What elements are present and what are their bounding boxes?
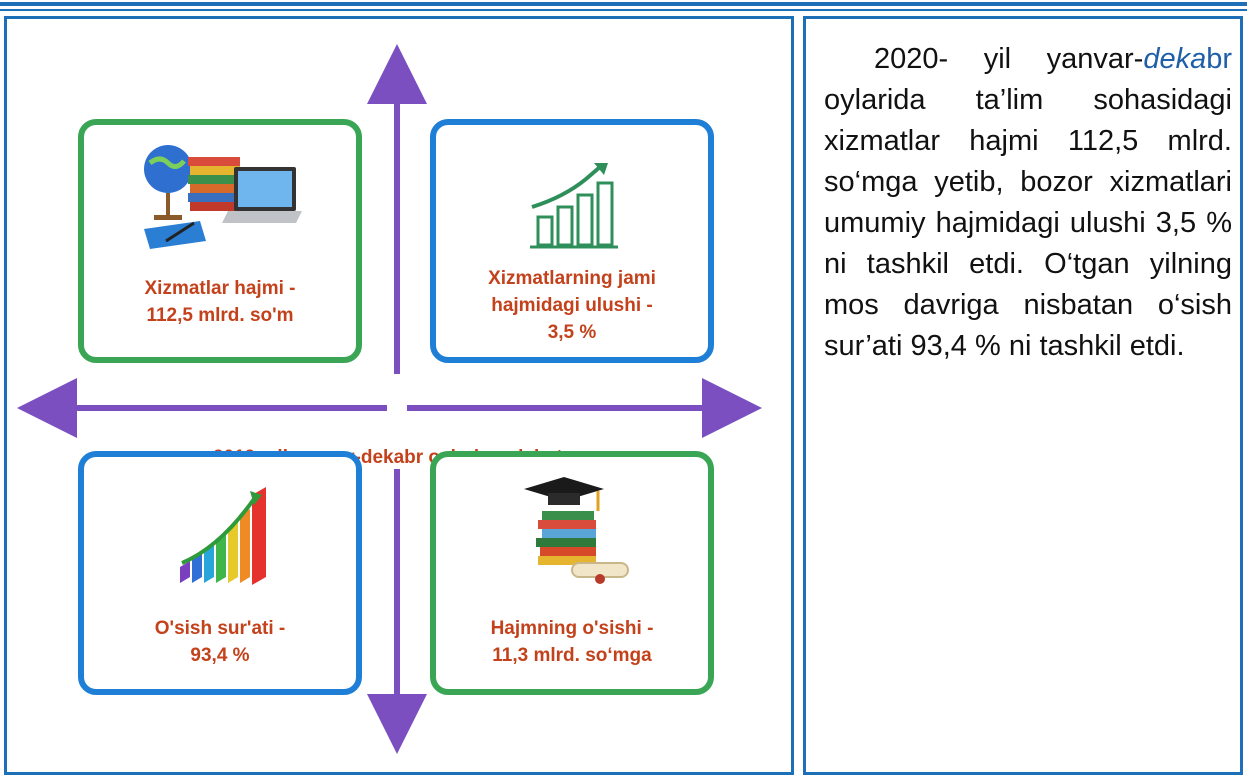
globe-books-laptop-icon [144,145,302,249]
description-paragraph: 2020- yil yanvar-dekabr oylarida ta’lim … [824,43,1232,362]
volume-box: Xizmatlar hajmi - 112,5 mlrd. so'm [78,119,362,363]
graduation-books-icon [524,477,629,584]
share-label: Xizmatlarning jami hajmidagi ulushi - 3,… [488,268,656,343]
volume-label: Xizmatlar hajmi - 112,5 mlrd. so'm [144,278,296,326]
volume-growth-label: Hajmning o'sishi - 11,3 mlrd. so‘mga [490,618,654,666]
infographic-panel: Xizmatlar hajmi - 112,5 mlrd. so'm Xizma… [4,16,794,775]
growth-rate-box: O'sish sur'ati - 93,4 % [78,451,362,695]
volume-growth-box: Hajmning o'sishi - 11,3 mlrd. so‘mga [430,451,714,695]
share-box: Xizmatlarning jami hajmidagi ulushi - 3,… [430,119,714,363]
bar-chart-3d-icon [180,487,266,585]
description-panel: 2020- yil yanvar-dekabr oylarida ta’lim … [803,16,1243,775]
growth-chart-icon [530,163,618,249]
axis-arrows [16,44,762,754]
top-border [0,0,1247,14]
growth-rate-label: O'sish sur'ati - 93,4 % [154,618,286,666]
